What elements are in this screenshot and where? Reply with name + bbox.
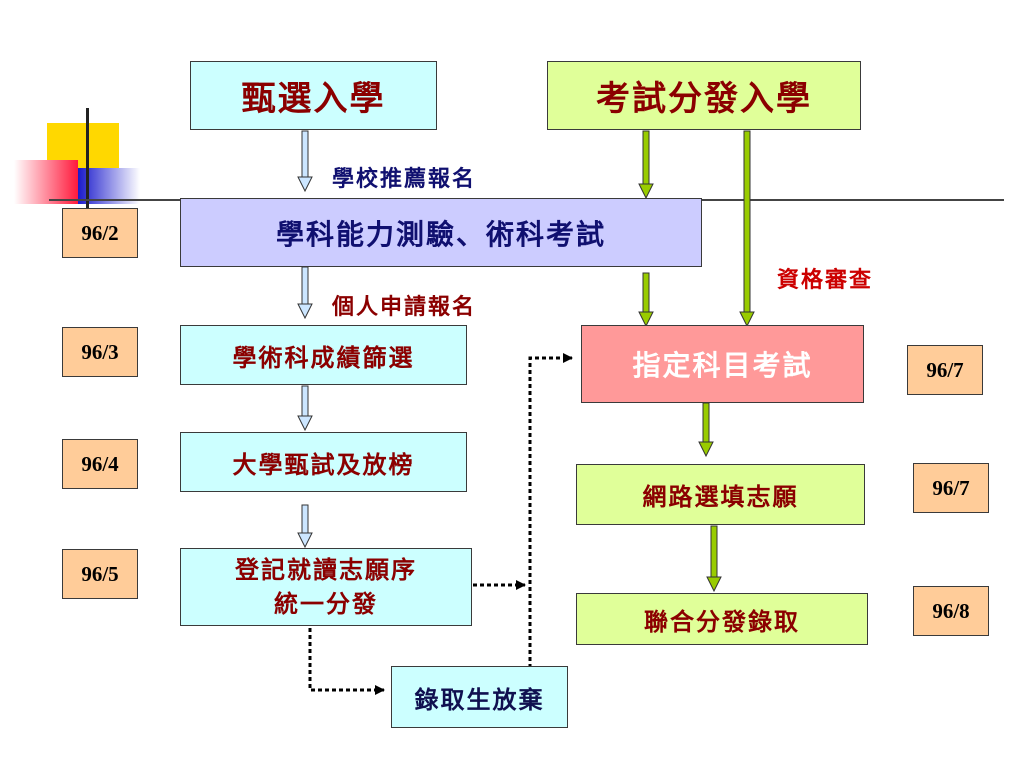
box-selection-admission-text: 甄選入學: [241, 79, 386, 119]
date-online-preferences: 96/7: [913, 463, 989, 513]
box-online-preferences: 網路選填志願: [576, 464, 865, 525]
box-register-line1: 登記就讀志願序: [235, 555, 417, 584]
box-interview-results-text: 大學甄試及放榜: [232, 449, 415, 479]
arrow-online-to-joint: [706, 525, 722, 593]
date-joint-allocation: 96/8: [913, 586, 989, 636]
dotted-register-to-waiver: [308, 628, 385, 695]
decor-vertical-line: [86, 108, 89, 208]
dotted-waiver-to-designated: [528, 353, 573, 668]
arrow-exam-to-designated: [739, 130, 755, 328]
box-ability-test: 學科能力測驗、術科考試: [180, 198, 702, 267]
box-register-line2: 統一分發: [274, 589, 378, 618]
arrow-exam-to-test: [638, 130, 654, 200]
arrow-selection-to-test: [297, 130, 313, 193]
box-admitted-waiver: 錄取生放棄: [391, 666, 568, 728]
arrow-screening-to-interview: [297, 385, 313, 432]
box-designated-exam-text: 指定科目考試: [632, 349, 813, 382]
box-register-preferences: 登記就讀志願序 統一分發: [180, 548, 472, 626]
arrow-interview-to-register: [297, 504, 313, 549]
box-designated-exam: 指定科目考試: [581, 325, 864, 403]
arrow-test-to-designated: [638, 272, 654, 328]
decor-red-square: [14, 160, 78, 204]
arrow-test-to-screening: [297, 266, 313, 320]
box-exam-allocation-admission: 考試分發入學: [547, 61, 861, 130]
label-personal-application: 個人申請報名: [332, 294, 477, 320]
box-score-screening: 學術科成績篩選: [180, 325, 467, 385]
date-ability-test: 96/2: [62, 208, 138, 258]
box-score-screening-text: 學術科成績篩選: [232, 342, 415, 372]
box-joint-allocation-text: 聯合分發錄取: [644, 606, 800, 636]
box-admitted-waiver-text: 錄取生放棄: [414, 684, 545, 714]
date-interview: 96/4: [62, 439, 138, 489]
date-register: 96/5: [62, 549, 138, 599]
box-joint-allocation: 聯合分發錄取: [576, 593, 868, 645]
date-score-screening: 96/3: [62, 327, 138, 377]
box-interview-results: 大學甄試及放榜: [180, 432, 467, 492]
label-qualification-review: 資格審查: [777, 267, 874, 293]
box-exam-allocation-text: 考試分發入學: [596, 79, 812, 119]
date-designated-exam: 96/7: [907, 345, 983, 395]
arrow-designated-to-online: [698, 402, 714, 458]
label-school-recommendation: 學校推薦報名: [332, 166, 477, 192]
box-ability-test-text: 學科能力測驗、術科考試: [275, 217, 606, 251]
box-online-preferences-text: 網路選填志願: [642, 482, 799, 511]
box-selection-admission: 甄選入學: [190, 61, 437, 130]
